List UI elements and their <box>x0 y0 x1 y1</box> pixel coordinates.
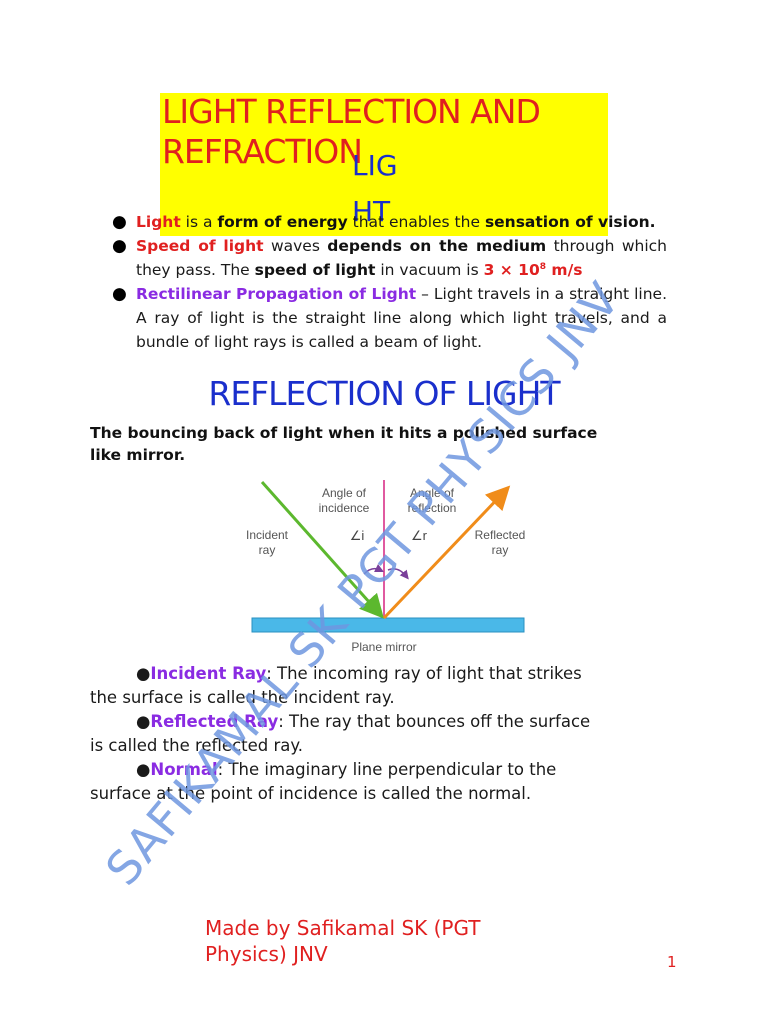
page-title: LIGHT REFLECTION AND REFRACTION <box>162 92 612 172</box>
angle-incidence-label-2: incidence <box>319 501 370 515</box>
reflection-definition: The bouncing back of light when it hits … <box>90 424 598 464</box>
text-span: that enables the <box>347 213 485 231</box>
reflected-ray-arrow <box>382 485 511 620</box>
definition-reflected-ray: ●Reflected Ray: The ray that bounces off… <box>90 710 620 734</box>
reflection-heading: REFLECTION OF LIGHT <box>208 374 560 413</box>
bullet-item-speed: ● Speed of light waves depends on the me… <box>112 234 667 282</box>
text-span: : The incoming ray of light that strikes <box>266 664 582 683</box>
overlay-word-line-2: HT <box>352 195 391 228</box>
term-rectilinear: Rectilinear Propagation of Light <box>136 285 417 303</box>
term-incident-ray: Incident Ray <box>150 664 267 683</box>
term-normal: Normal <box>150 760 218 779</box>
page-number: 1 <box>667 953 677 971</box>
definition-incident-ray-cont: the surface is called the incident ray. <box>90 688 395 707</box>
angle-i-arc <box>363 563 385 575</box>
title-highlight-box <box>160 93 608 236</box>
bullet-dot-icon: ● <box>136 664 151 683</box>
term-reflected-ray: Reflected Ray <box>150 712 279 731</box>
plane-mirror-label: Plane mirror <box>351 640 416 654</box>
bullet-dot-icon: ● <box>112 212 127 232</box>
angle-incidence-label-1: Angle of <box>322 486 367 500</box>
speed-unit: m/s <box>546 261 583 279</box>
text-span: through which they pass. The <box>136 237 667 279</box>
text-span: – Light travels in a straight line. A ra… <box>136 285 667 351</box>
term-light: Light <box>136 213 181 231</box>
plane-mirror <box>251 617 525 633</box>
incident-ray-label-2: ray <box>259 543 276 557</box>
term-speed-of-light: Speed of light <box>136 237 264 255</box>
ray-definitions: ●Incident Ray: The incoming ray of light… <box>90 662 620 806</box>
angle-reflection-label-2: reflection <box>408 501 457 515</box>
angle-reflection-label-1: Angle of <box>410 486 455 500</box>
bullet-dot-icon: ● <box>136 760 151 779</box>
definition-normal-cont: surface at the point of incidence is cal… <box>90 784 532 803</box>
bold-span: speed of light <box>254 261 376 279</box>
reflection-diagram: Angle of incidence Angle of reflection I… <box>246 480 526 654</box>
bold-span: depends on the medium <box>327 237 547 255</box>
text-span: waves <box>263 237 328 255</box>
bold-span: sensation of vision. <box>484 213 656 231</box>
bullet-dot-icon: ● <box>112 284 127 304</box>
title-line-1: LIGHT REFLECTION AND <box>162 92 541 131</box>
reflected-ray-label-1: Reflected <box>475 528 526 542</box>
text-span: : The ray that bounces off the surface <box>278 712 591 731</box>
bullet-dot-icon: ● <box>136 712 151 731</box>
bullet-dot-icon: ● <box>112 236 127 256</box>
definition-normal: ●Normal: The imaginary line perpendicula… <box>90 758 620 782</box>
bullet-item-rectilinear: ● Rectilinear Propagation of Light – Lig… <box>112 282 667 354</box>
overlay-word-line-1: LIG <box>352 149 398 182</box>
text-span: is a <box>180 213 218 231</box>
definition-incident-ray: ●Incident Ray: The incoming ray of light… <box>90 662 620 686</box>
angle-r-arc <box>387 568 409 580</box>
text-span: : The imaginary line perpendicular to th… <box>217 760 557 779</box>
bold-span: form of energy <box>217 213 348 231</box>
footer-line-1: Made by Safikamal SK (PGT <box>205 916 481 940</box>
angle-r-label: ∠r <box>411 528 428 543</box>
definition-reflected-ray-cont: is called the reflected ray. <box>90 736 304 755</box>
title-line-2: REFRACTION <box>162 132 363 171</box>
text-span: in vacuum is <box>375 261 484 279</box>
incident-ray-arrow <box>260 481 384 619</box>
speed-value: 3 × 10 <box>483 261 540 279</box>
reflected-ray-label-2: ray <box>492 543 509 557</box>
speed-exponent: 8 <box>539 262 547 272</box>
intro-bullet-list: ● Light is a form of energy that enables… <box>112 210 667 354</box>
title-overlay-word: LIG HT <box>352 143 412 235</box>
angle-i-label: ∠i <box>350 528 365 543</box>
incident-ray-label-1: Incident <box>246 528 289 542</box>
footer-line-2: Physics) JNV <box>205 942 328 966</box>
footer-credit: Made by Safikamal SK (PGT Physics) JNV <box>205 915 585 967</box>
bullet-item-light: ● Light is a form of energy that enables… <box>112 210 667 234</box>
